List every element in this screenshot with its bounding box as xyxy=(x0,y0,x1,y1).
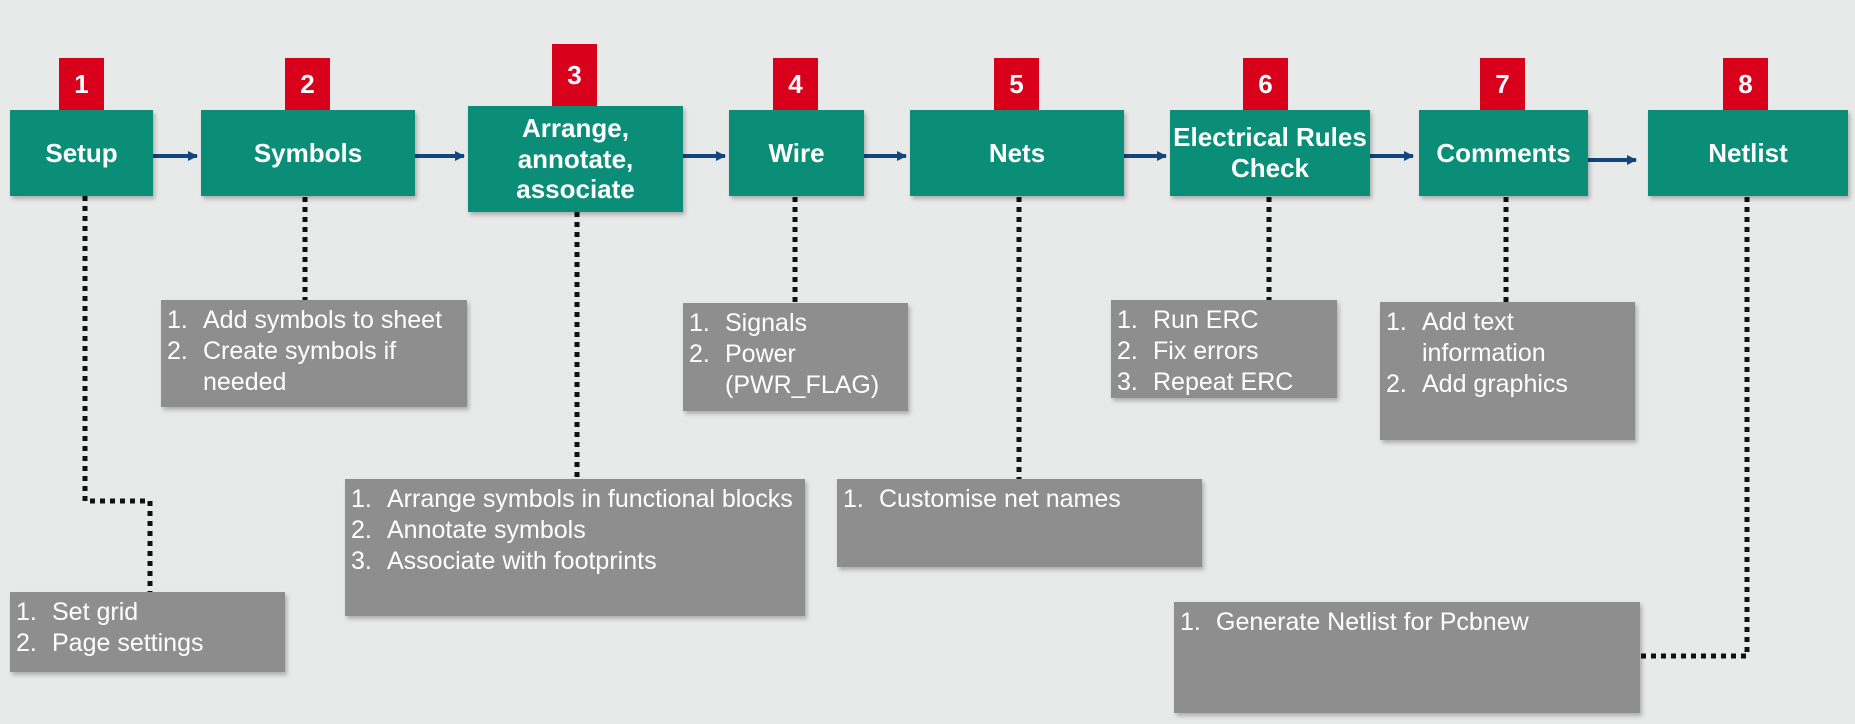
step-number-badge: 3 xyxy=(552,44,597,106)
note-item: 1.Arrange symbols in functional blocks xyxy=(351,485,793,513)
note-item: 2.Create symbols if needed xyxy=(167,337,397,396)
note-item: 1.Signals xyxy=(689,309,807,337)
note-item: 1.Generate Netlist for Pcbnew xyxy=(1180,608,1529,636)
step-number-badge: 7 xyxy=(1480,58,1525,110)
step-number-badge: 2 xyxy=(285,58,330,110)
note-item: 1.Add text information xyxy=(1386,308,1546,367)
step-comments: Comments xyxy=(1419,110,1588,196)
step-nets: Nets xyxy=(910,110,1124,196)
note-symbols: 1.Add symbols to sheet 2.Create symbols … xyxy=(161,300,467,407)
note-wire: 1.Signals 2.Power (PWR_FLAG) xyxy=(683,303,908,411)
step-number-badge: 1 xyxy=(59,58,104,110)
step-setup: Setup xyxy=(10,110,153,196)
note-item: 3.Repeat ERC xyxy=(1117,368,1294,396)
note-comments: 1.Add text information 2.Add graphics xyxy=(1380,302,1635,440)
note-netlist: 1.Generate Netlist for Pcbnew xyxy=(1174,602,1640,713)
step-number-badge: 6 xyxy=(1243,58,1288,110)
step-wire: Wire xyxy=(729,110,864,196)
note-item: 1.Run ERC xyxy=(1117,306,1259,334)
step-number-badge: 5 xyxy=(994,58,1039,110)
note-nets: 1.Customise net names xyxy=(837,479,1202,567)
note-item: 2.Fix errors xyxy=(1117,337,1259,365)
note-erc: 1.Run ERC 2.Fix errors 3.Repeat ERC xyxy=(1111,300,1337,398)
note-item: 1.Add symbols to sheet xyxy=(167,306,443,334)
step-electrical-rules-check: Electrical Rules Check xyxy=(1170,110,1370,196)
note-setup: 1.Set grid 2.Page settings xyxy=(10,592,285,672)
leader-line-8 xyxy=(1640,197,1750,659)
note-item: 2.Power (PWR_FLAG) xyxy=(689,340,880,399)
note-item: 1.Set grid xyxy=(16,598,139,626)
leader-line-1 xyxy=(82,196,153,592)
step-netlist: Netlist xyxy=(1648,110,1848,196)
note-item: 2.Page settings xyxy=(16,629,204,657)
note-item: 1.Customise net names xyxy=(843,485,1121,513)
note-item: 3.Associate with footprints xyxy=(351,547,657,575)
step-symbols: Symbols xyxy=(201,110,415,196)
note-item: 2.Annotate symbols xyxy=(351,516,586,544)
note-item: 2.Add graphics xyxy=(1386,370,1568,398)
note-arrange: 1.Arrange symbols in functional blocks 2… xyxy=(345,479,805,616)
step-number-badge: 4 xyxy=(773,58,818,110)
step-number-badge: 8 xyxy=(1723,58,1768,110)
step-arrange-annotate-associate: Arrange, annotate, associate xyxy=(468,106,683,212)
